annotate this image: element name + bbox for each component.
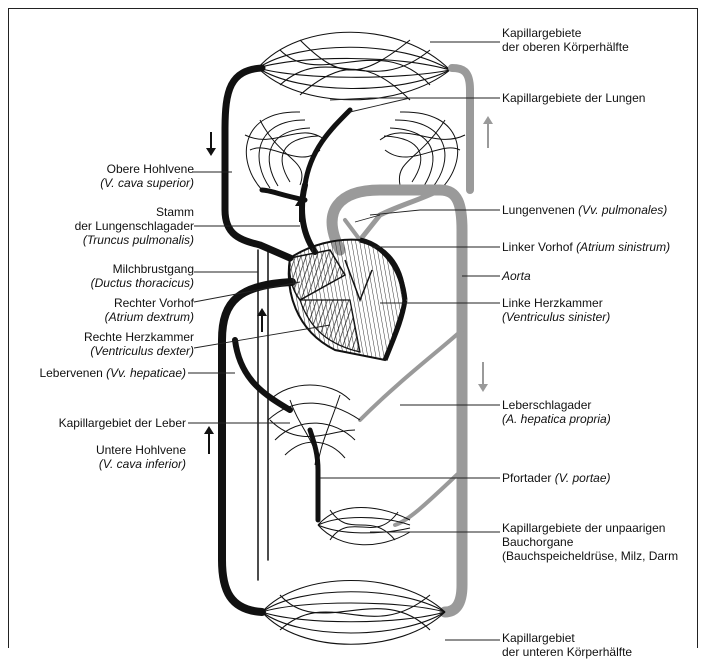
label-latin: (Ventriculus sinister) bbox=[502, 310, 610, 324]
label-latin: (Ventriculus dexter) bbox=[84, 344, 194, 358]
label-pulmonary-veins: Lungenvenen (Vv. pulmonales) bbox=[502, 203, 667, 217]
label-line: der oberen Körperhälfte bbox=[502, 40, 629, 54]
lung-capillaries-right bbox=[380, 112, 465, 190]
label-abdominal-capillaries: Kapillargebiete der unpaarigen Bauchorga… bbox=[502, 521, 678, 563]
label-portal-vein: Pfortader (V. portae) bbox=[502, 471, 611, 485]
label-line: Linke Herzkammer bbox=[502, 296, 610, 310]
label-latin: (Atrium dextrum) bbox=[105, 310, 194, 324]
label-right-atrium: Rechter Vorhof (Atrium dextrum) bbox=[105, 296, 194, 324]
label-upper-body-capillaries: Kapillargebiete der oberen Körperhälfte bbox=[502, 26, 629, 54]
label-line: der Lungenschlagader bbox=[75, 219, 194, 233]
label-latin: (Vv. hepaticae) bbox=[106, 366, 186, 380]
label-line: Stamm bbox=[75, 205, 194, 219]
label-thoracic-duct: Milchbrustgang (Ductus thoracicus) bbox=[91, 262, 194, 290]
label-line: Pfortader bbox=[502, 471, 551, 485]
label-latin: (Truncus pulmonalis) bbox=[75, 233, 194, 247]
arrow-down-icon bbox=[206, 132, 216, 156]
label-inferior-vena-cava: Untere Hohlvene (V. cava inferior) bbox=[96, 443, 186, 471]
label-liver-capillaries: Kapillargebiet der Leber bbox=[59, 416, 186, 430]
label-line: Kapillargebiete der Lungen bbox=[502, 91, 645, 105]
arrow-up-icon bbox=[483, 116, 493, 148]
label-line: Bauchorgane bbox=[502, 535, 678, 549]
label-line: Lungenvenen bbox=[502, 203, 575, 217]
label-hepatic-veins: Lebervenen (Vv. hepaticae) bbox=[39, 366, 186, 380]
label-line: Kapillargebiete bbox=[502, 26, 629, 40]
label-latin: (Vv. pulmonales) bbox=[578, 203, 667, 217]
label-line: Untere Hohlvene bbox=[96, 443, 186, 457]
label-aorta: Aorta bbox=[502, 269, 531, 283]
label-line: Kapillargebiet der Leber bbox=[59, 416, 186, 430]
label-left-ventricle: Linke Herzkammer (Ventriculus sinister) bbox=[502, 296, 610, 324]
label-latin: (Atrium sinistrum) bbox=[576, 240, 670, 254]
label-lower-body-capillaries: Kapillargebiet der unteren Körperhälfte bbox=[502, 631, 632, 659]
label-latin: (V. cava inferior) bbox=[96, 457, 186, 471]
heart bbox=[289, 240, 405, 360]
label-right-ventricle: Rechte Herzkammer (Ventriculus dexter) bbox=[84, 330, 194, 358]
label-line: Linker Vorhof bbox=[502, 240, 573, 254]
label-latin: (V. cava superior) bbox=[100, 176, 194, 190]
label-line: Leberschlagader bbox=[502, 398, 611, 412]
label-hepatic-artery: Leberschlagader (A. hepatica propria) bbox=[502, 398, 611, 426]
arrow-up-icon bbox=[204, 426, 214, 454]
lung-capillaries-left bbox=[245, 112, 325, 190]
arrow-down-icon bbox=[478, 362, 488, 392]
label-line: Obere Hohlvene bbox=[100, 162, 194, 176]
label-latin: (Ductus thoracicus) bbox=[91, 276, 194, 290]
label-line: Aorta bbox=[502, 269, 531, 283]
label-line: Milchbrustgang bbox=[91, 262, 194, 276]
label-line: der unteren Körperhälfte bbox=[502, 645, 632, 659]
label-latin: (A. hepatica propria) bbox=[502, 412, 611, 426]
label-line: Rechter Vorhof bbox=[105, 296, 194, 310]
label-line: Kapillargebiet bbox=[502, 631, 632, 645]
label-line: Rechte Herzkammer bbox=[84, 330, 194, 344]
label-lung-capillaries: Kapillargebiete der Lungen bbox=[502, 91, 645, 105]
label-line: (Bauchspeicheldrüse, Milz, Darm bbox=[502, 549, 678, 563]
lower-body-capillaries bbox=[262, 581, 445, 645]
label-left-atrium: Linker Vorhof (Atrium sinistrum) bbox=[502, 240, 670, 254]
label-pulmonary-trunk: Stamm der Lungenschlagader (Truncus pulm… bbox=[75, 205, 194, 247]
label-line: Lebervenen bbox=[39, 366, 102, 380]
label-latin: (V. portae) bbox=[555, 471, 611, 485]
upper-body-capillaries bbox=[258, 32, 450, 100]
label-superior-vena-cava: Obere Hohlvene (V. cava superior) bbox=[100, 162, 194, 190]
label-line: Kapillargebiete der unpaarigen bbox=[502, 521, 678, 535]
